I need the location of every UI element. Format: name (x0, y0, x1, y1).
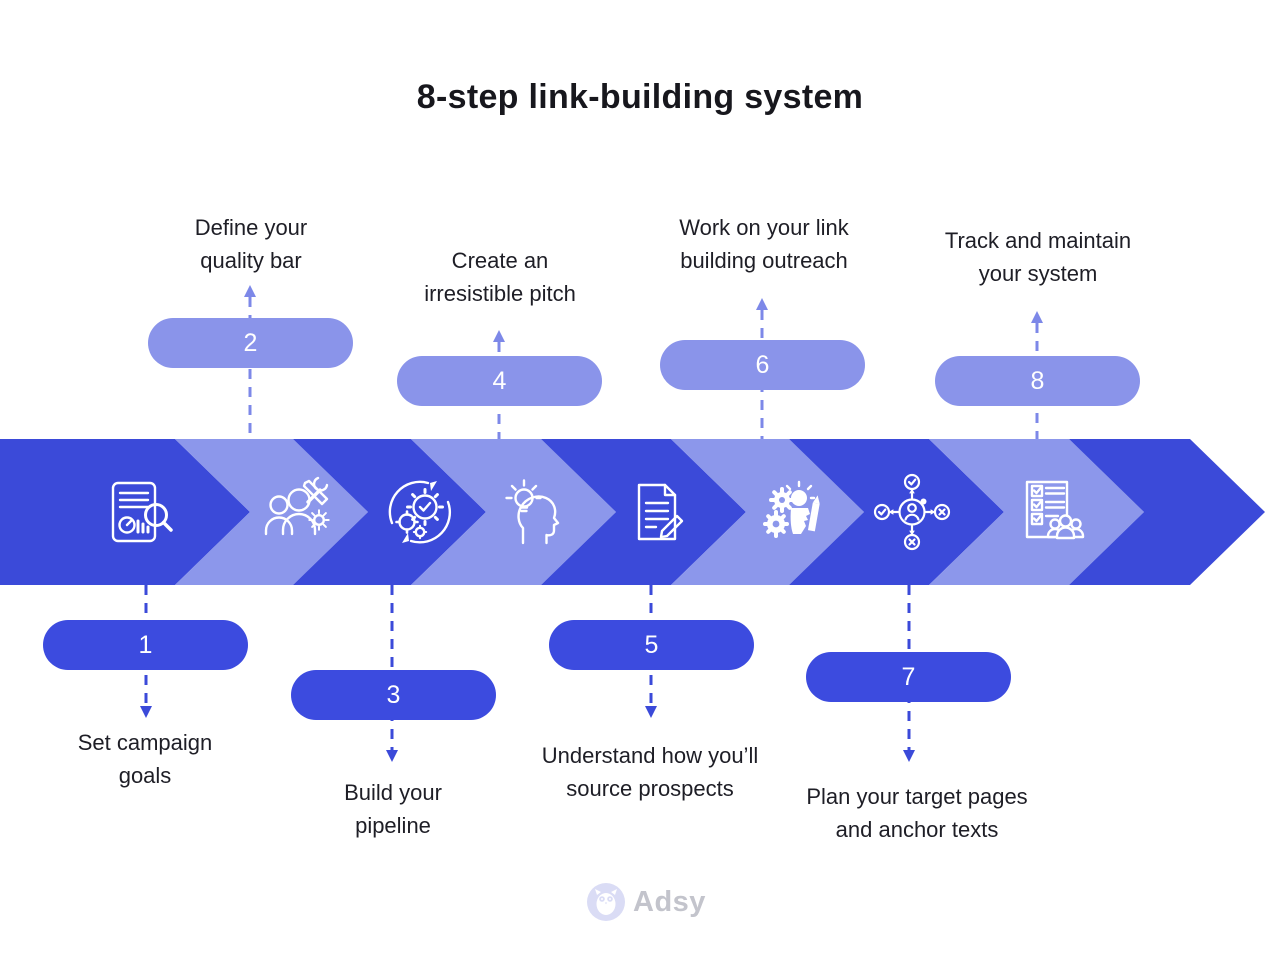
creative-work-icon (763, 480, 820, 538)
chevron-segment-2 (175, 439, 368, 585)
step-3-label: Build your pipeline (344, 776, 442, 842)
label-line: irresistible pitch (424, 281, 576, 306)
page-title: 8-step link-building system (416, 78, 864, 116)
chevron-segment-5 (541, 439, 746, 585)
step-8-pill: 8 (935, 356, 1140, 406)
step-3-pill: 3 (291, 670, 496, 720)
brand-footer: Adsy (586, 882, 706, 922)
checklist-team-icon (1025, 480, 1085, 540)
chevron-band (0, 439, 1265, 585)
step-5-label: Understand how you’ll source prospects (542, 739, 758, 805)
step-6-pill: 6 (660, 340, 865, 390)
chevron-segment-1 (0, 439, 250, 585)
label-line: Work on your link (679, 215, 849, 240)
idea-head-icon (505, 479, 560, 545)
label-line: Understand how you’ll (541, 743, 759, 768)
step-4-pill: 4 (397, 356, 602, 406)
label-line: pipeline (355, 813, 431, 838)
step-2-label: Define your quality bar (195, 211, 308, 277)
label-line: source prospects (566, 776, 734, 801)
step-4-label: Create an irresistible pitch (424, 244, 576, 310)
chevron-segment-end (1069, 439, 1265, 585)
document-pencil-icon (637, 483, 684, 541)
label-line: quality bar (200, 248, 302, 273)
step-1-label: Set campaign goals (78, 726, 213, 792)
label-line: Track and maintain (944, 228, 1132, 253)
step-4-connector-arrow (493, 330, 505, 439)
step-7-pill: 7 (806, 652, 1011, 702)
step-8-label: Track and maintain your system (945, 224, 1131, 290)
step-6-connector-arrow (756, 298, 768, 439)
step-6-label: Work on your link building outreach (679, 211, 849, 277)
step-7-label: Plan your target pages and anchor texts (806, 780, 1027, 846)
brand-name: Adsy (633, 885, 706, 918)
step-1-pill: 1 (43, 620, 248, 670)
process-gears-icon (388, 480, 451, 544)
label-line: Build your (344, 780, 442, 805)
label-line: Define your (194, 215, 308, 240)
step-7-connector-arrow (903, 585, 915, 762)
chevron-segment-6 (671, 439, 864, 585)
label-line: your system (978, 261, 1098, 286)
chevron-segment-4 (411, 439, 616, 585)
owl-icon (587, 883, 625, 921)
step-2-pill: 2 (148, 318, 353, 368)
label-line: Set campaign (77, 730, 213, 755)
step-3-connector-arrow (386, 585, 398, 762)
chevron-segment-8 (929, 439, 1144, 585)
decision-network-icon (873, 473, 951, 551)
step-5-pill: 5 (549, 620, 754, 670)
label-line: Plan your target pages (806, 784, 1028, 809)
label-line: goals (118, 763, 172, 788)
label-line: Create an (451, 248, 549, 273)
report-search-icon (111, 481, 173, 543)
team-tools-icon (264, 476, 330, 536)
label-line: building outreach (680, 248, 848, 273)
label-line: and anchor texts (835, 817, 999, 842)
